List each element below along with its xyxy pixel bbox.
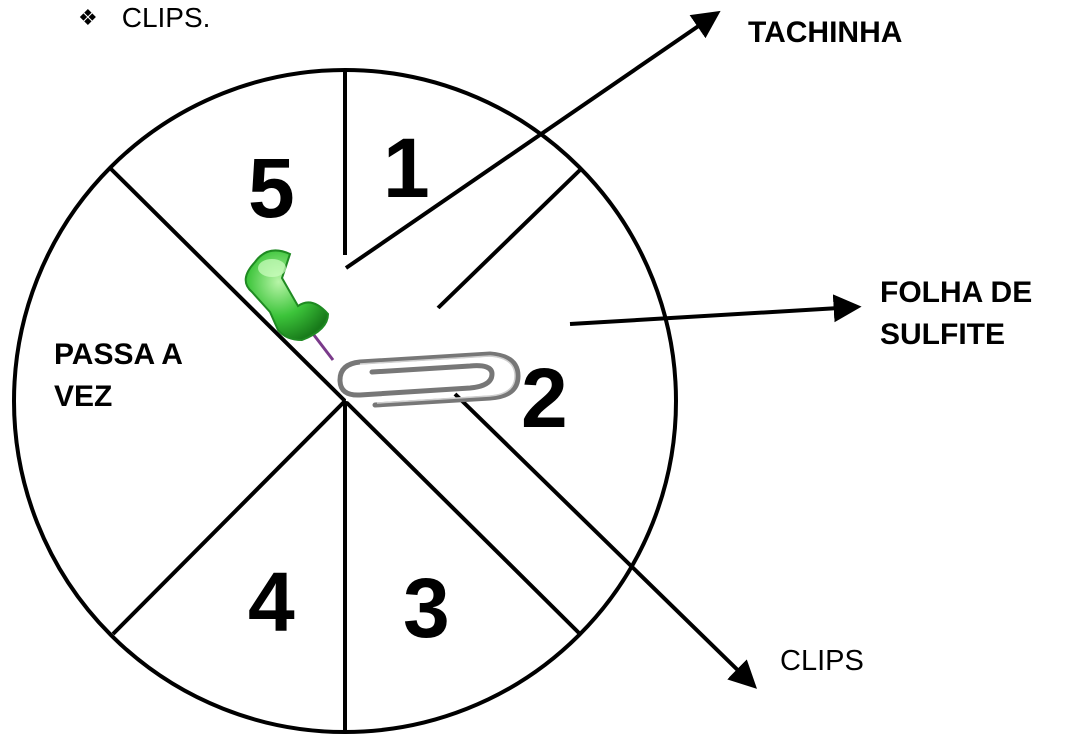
sector-number-5: 5 [248, 141, 295, 235]
folha-de-sulfite-label: FOLHA DE SULFITE [880, 272, 1032, 356]
wheel-dividers [108, 70, 582, 732]
sector-number-3: 3 [403, 561, 450, 655]
sector-number-4: 4 [248, 555, 295, 649]
passa-a-vez-line2: VEZ [54, 380, 113, 413]
arrow-tachinha [344, 10, 721, 270]
bullet-item: ❖ CLIPS. [78, 2, 210, 34]
four-diamond-bullet-icon: ❖ [78, 5, 98, 30]
passa-a-vez-label: PASSA A VEZ [54, 334, 183, 418]
arrows [344, 10, 862, 689]
bullet-text: CLIPS. [121, 2, 211, 33]
paper-clip-highlight [359, 355, 516, 404]
divider-upper-left [108, 166, 347, 403]
passa-a-vez-line1: PASSA A [54, 338, 183, 371]
arrow-folha [569, 294, 862, 326]
sector-number-2: 2 [521, 351, 568, 445]
arrow-clips [453, 392, 758, 689]
clips-label: CLIPS [780, 645, 864, 677]
push-pin-icon [244, 249, 335, 361]
folha-label-line1: FOLHA DE [880, 276, 1033, 309]
divider-upper-right [436, 168, 582, 310]
divider-lower-left [111, 399, 347, 636]
tachinha-label: TACHINHA [748, 16, 903, 49]
folha-label-line2: SULFITE [880, 318, 1005, 351]
sector-number-1: 1 [383, 121, 430, 215]
sulfite-sheet [346, 256, 570, 420]
divider-lower-right [343, 399, 582, 636]
paper-clip-icon [337, 351, 521, 408]
